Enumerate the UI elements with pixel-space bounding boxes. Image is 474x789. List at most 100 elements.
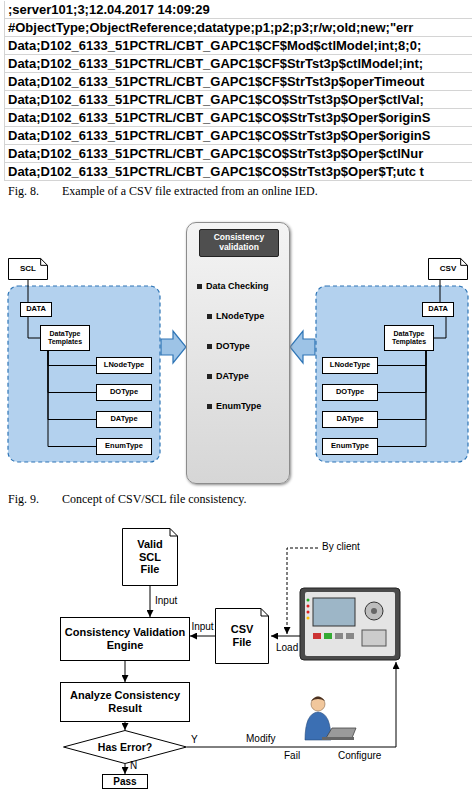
edge-label: Input — [155, 595, 177, 606]
connector — [48, 351, 96, 447]
load-arrow — [271, 636, 300, 637]
check-item: LNodeType — [207, 311, 264, 321]
device-button — [313, 633, 321, 639]
device-screen — [313, 598, 355, 626]
template-box: DataType Templates — [384, 325, 434, 351]
device-led — [307, 611, 310, 614]
connector — [434, 317, 446, 338]
file-icon: SCL — [8, 258, 48, 280]
arrow-label: Fail — [284, 750, 300, 761]
laptop-base — [322, 737, 354, 740]
scl-region — [8, 286, 160, 462]
edge-label: N — [130, 760, 137, 771]
check-item: Data Checking — [197, 281, 269, 291]
node-text: LNodeType — [104, 361, 144, 370]
connector — [125, 764, 126, 774]
check-item: DOType — [207, 341, 250, 351]
type-box: EnumType — [96, 438, 152, 455]
connector — [378, 351, 426, 366]
node-text: Analyze Consistency Result — [62, 689, 188, 714]
device-keypad — [362, 630, 386, 646]
node-text: EnumType — [105, 442, 143, 451]
check-item: DAType — [207, 371, 249, 381]
connector — [48, 351, 96, 366]
table-cell: Data;D102_6133_51PCTRL/CBT_GAPC1$CO$StrT… — [4, 163, 472, 181]
type-box: DAType — [96, 411, 152, 428]
node-text: Has Error? — [98, 741, 152, 753]
type-box: DAType — [322, 411, 378, 428]
person-head — [311, 697, 325, 711]
table-cell: Data;D102_6133_51PCTRL/CBT_GAPC1$CO$StrT… — [4, 91, 472, 109]
arrow-label: Load — [276, 642, 298, 653]
page-fold — [261, 609, 269, 617]
document-shape: Valid SCL File — [122, 528, 178, 586]
table-cell: Data;D102_6133_51PCTRL/CBT_GAPC1$CF$StrT… — [4, 55, 472, 73]
node-text: DATA — [26, 305, 46, 314]
node-text: DOType — [336, 388, 364, 397]
node-text: DATA — [428, 305, 448, 314]
device-button — [335, 633, 343, 639]
check-item: EnumType — [207, 401, 261, 411]
type-box: DOType — [322, 384, 378, 401]
connector — [125, 722, 126, 730]
figure-caption: Example of a CSV file extracted from an … — [62, 184, 318, 199]
device-frame — [300, 588, 400, 660]
device-led — [307, 599, 310, 602]
type-box: LNodeType — [96, 357, 152, 374]
connector — [378, 351, 426, 393]
connector — [440, 280, 441, 302]
node-text: Consistency Validation Engine — [62, 626, 188, 651]
node-text: DataType Templates — [42, 330, 88, 346]
edge-label: Input — [191, 621, 213, 632]
table-cell: Data;D102_6133_51PCTRL/CBT_GAPC1$CO$StrT… — [4, 109, 472, 127]
validation-panel: Consistency validationData CheckingLNode… — [186, 222, 290, 484]
page-fold — [461, 259, 468, 266]
type-box: LNodeType — [322, 357, 378, 374]
device-panel — [305, 592, 395, 656]
document-outline — [123, 529, 178, 586]
table-cell: #ObjectType;ObjectReference;datatype;p1;… — [4, 19, 472, 37]
data-box: DATA — [20, 302, 52, 317]
type-box: EnumType — [322, 438, 378, 455]
block-arrow — [161, 331, 186, 363]
table-cell: Data;D102_6133_51PCTRL/CBT_GAPC1$CO$StrT… — [4, 145, 472, 163]
panel-header: Consistency validation — [199, 229, 279, 257]
template-box: DataType Templates — [40, 325, 90, 351]
process-box: Analyze Consistency Result — [60, 682, 190, 722]
device-led — [307, 617, 310, 620]
device-button — [346, 633, 354, 639]
csv-region — [316, 286, 468, 462]
arrow-label: Modify — [246, 733, 275, 744]
connector — [28, 317, 40, 338]
diamond-outline — [64, 731, 187, 764]
ied-device — [300, 588, 400, 660]
node-text: CSV File — [224, 623, 260, 648]
table-cell: Data;D102_6133_51PCTRL/CBT_GAPC1$CF$StrT… — [4, 73, 472, 91]
connector — [48, 351, 96, 420]
note-label: By client — [322, 541, 360, 552]
node-text: SCL — [20, 264, 36, 273]
node-text: CSV — [440, 264, 456, 273]
document-outline — [429, 259, 468, 280]
decision-diamond: Has Error? — [63, 730, 187, 764]
figure-caption: Concept of CSV/SCL file consistency. — [62, 492, 246, 507]
table-cell: ;server101;3;12.04.2017 14:09:29 — [4, 1, 472, 19]
person-hair — [311, 697, 325, 702]
node-text: Consistency validation — [201, 233, 277, 253]
connector — [378, 351, 426, 420]
connector — [48, 351, 96, 393]
node-text: DAType — [110, 415, 137, 424]
node-text: DataType Templates — [386, 330, 432, 346]
device-button — [324, 633, 332, 639]
page-fold — [170, 529, 178, 537]
device-wheel — [365, 602, 383, 620]
node-text: DAType — [336, 415, 363, 424]
connector — [190, 636, 215, 637]
page-fold — [41, 259, 48, 266]
client-dashed-arrow — [287, 548, 318, 634]
fail-arrow — [187, 662, 396, 747]
type-box: DOType — [96, 384, 152, 401]
node-text: EnumType — [331, 442, 369, 451]
device-wheel — [371, 608, 377, 614]
